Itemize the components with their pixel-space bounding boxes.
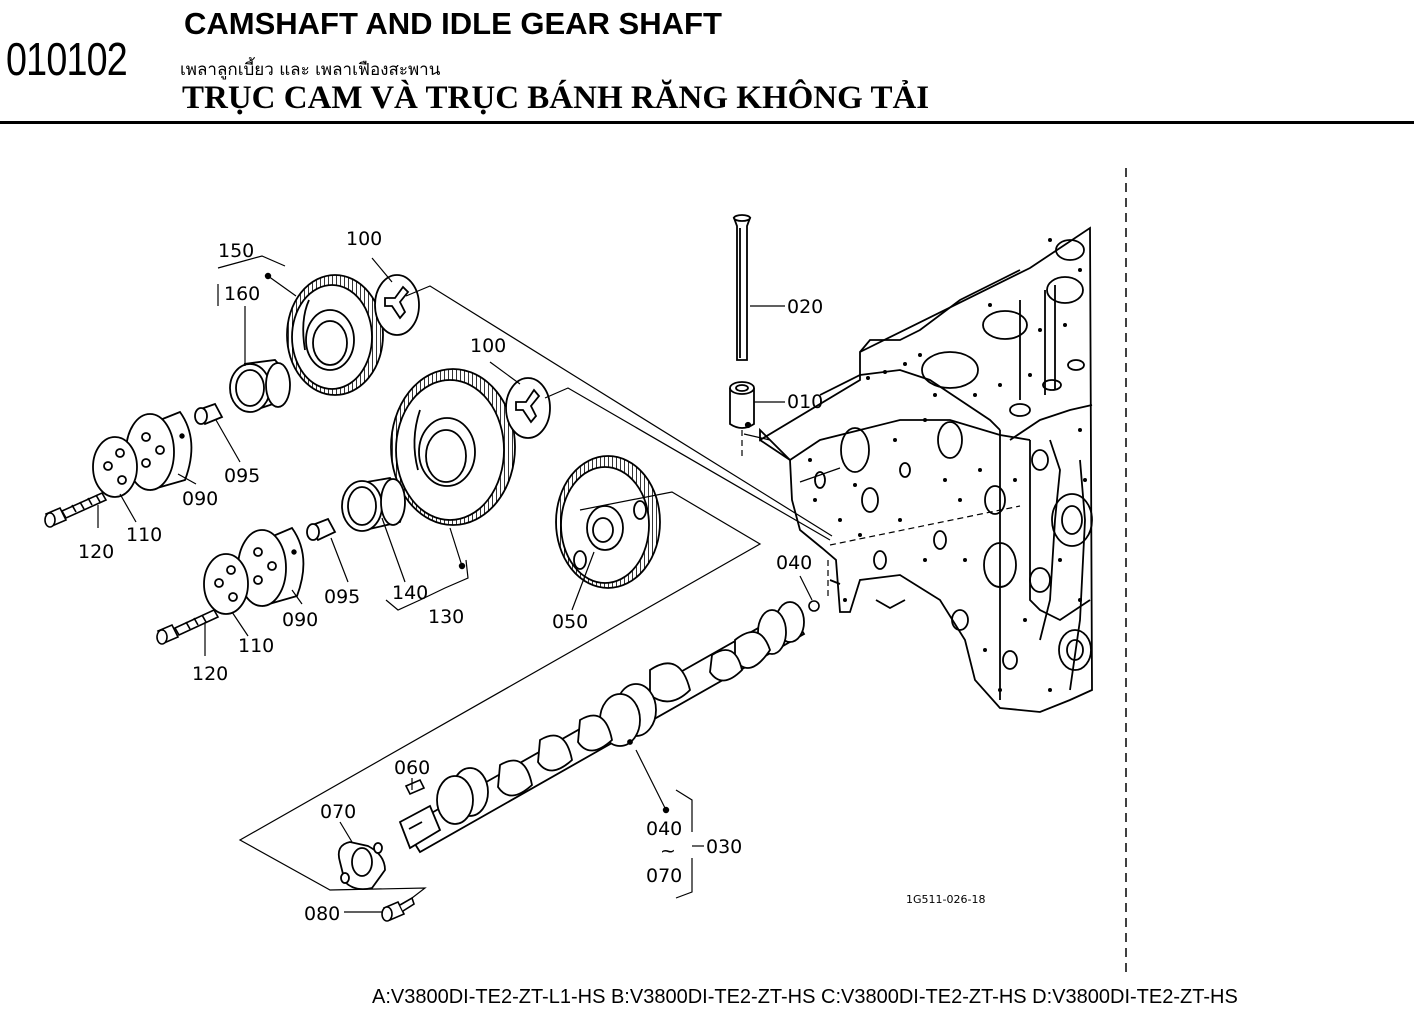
label-120-lower: 120 xyxy=(192,663,228,685)
plate-110-lower xyxy=(203,553,249,615)
tappet-010 xyxy=(729,381,755,429)
label-100-lower: 100 xyxy=(470,335,506,357)
bolt-120-upper xyxy=(44,491,108,528)
label-070: 070 xyxy=(320,801,356,823)
bolt-120-lower xyxy=(156,608,220,645)
label-090-lower: 090 xyxy=(282,609,318,631)
label-090-upper: 090 xyxy=(182,488,218,510)
idle-gear-upper xyxy=(286,274,384,396)
part-labels: 150 160 100 100 020 010 095 090 110 120 … xyxy=(78,228,985,925)
thrust-plate-100-lower xyxy=(505,377,551,439)
label-110-upper: 110 xyxy=(126,524,162,546)
title-thai: เพลาลูกเบี้ยว และ เพลาเฟืองสะพาน xyxy=(180,60,441,80)
label-080: 080 xyxy=(304,903,340,925)
pin-095-upper xyxy=(194,402,224,426)
pin-095-lower xyxy=(306,517,337,542)
label-060: 060 xyxy=(394,757,430,779)
page-code: 010102 xyxy=(6,33,128,85)
diagram-reference-number: 1G511-026-18 xyxy=(906,893,985,906)
label-130: 130 xyxy=(428,606,464,628)
plate-110-upper xyxy=(92,436,138,498)
title-english: CAMSHAFT AND IDLE GEAR SHAFT xyxy=(184,6,722,41)
label-110-lower: 110 xyxy=(238,635,274,657)
thrust-plate-100-upper xyxy=(374,274,420,336)
label-030: 030 xyxy=(706,836,742,858)
push-rod-020 xyxy=(732,214,752,361)
idle-gear-lower xyxy=(390,368,516,526)
cam-gear-050 xyxy=(555,455,661,589)
ball-040 xyxy=(808,600,820,612)
label-040: 040 xyxy=(776,552,812,574)
camshaft-030 xyxy=(398,601,806,854)
label-range-tilde: ~ xyxy=(660,840,676,862)
bolt-080 xyxy=(381,896,415,922)
shaft-090-upper xyxy=(125,410,193,491)
bushing-140 xyxy=(341,477,406,532)
label-010: 010 xyxy=(787,391,823,413)
label-020: 020 xyxy=(787,296,823,318)
label-150: 150 xyxy=(218,240,254,262)
label-040-range-start: 040 xyxy=(646,818,682,840)
label-140: 140 xyxy=(392,582,428,604)
label-160: 160 xyxy=(224,283,260,305)
shaft-090-lower xyxy=(237,526,305,607)
thrust-plate-070 xyxy=(337,841,386,891)
label-095-upper: 095 xyxy=(224,465,260,487)
title-vietnamese: TRỤC CAM VÀ TRỤC BÁNH RĂNG KHÔNG TẢI xyxy=(182,80,930,116)
bushing-160 xyxy=(229,359,291,413)
label-050: 050 xyxy=(552,611,588,633)
engine-block-bolt-holes xyxy=(808,238,1087,692)
page-header: 010102 CAMSHAFT AND IDLE GEAR SHAFT เพลา… xyxy=(0,0,1416,128)
label-070-range-end: 070 xyxy=(646,865,682,887)
label-120-upper: 120 xyxy=(78,541,114,563)
leader-lines xyxy=(97,255,1021,913)
engine-block xyxy=(759,226,1093,713)
key-060 xyxy=(404,778,426,796)
applicable-models: A:V3800DI-TE2-ZT-L1-HS B:V3800DI-TE2-ZT-… xyxy=(372,986,1238,1008)
header-rule xyxy=(0,121,1414,124)
label-095-lower: 095 xyxy=(324,586,360,608)
label-100-upper: 100 xyxy=(346,228,382,250)
